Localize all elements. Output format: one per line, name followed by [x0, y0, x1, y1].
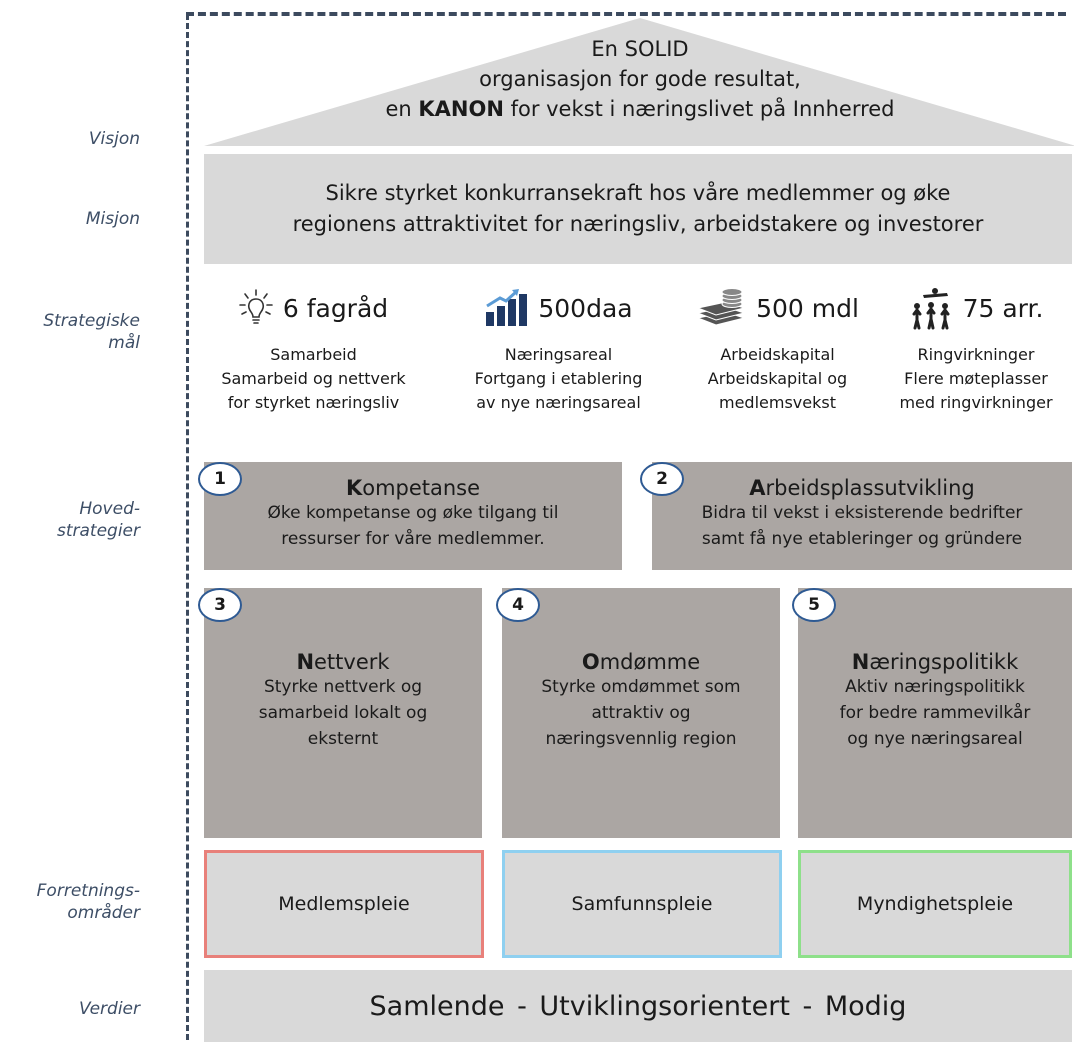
strategy-competence: Kompetanse Øke kompetanse og øke tilgang… [204, 462, 622, 570]
strategy-title: Arbeidsplassutvikling [749, 476, 975, 500]
area-authority-care: Myndighetspleie [798, 850, 1072, 958]
label-values: Verdier [78, 999, 140, 1019]
strategy-desc-line1: Styrke omdømmet som [541, 677, 741, 697]
area-community-care: Samfunnspleie [502, 850, 782, 958]
goal-working-capital: 500 mdl Arbeidskapital Arbeidskapital og… [680, 283, 875, 443]
goal-title: Ringvirkninger [917, 345, 1035, 364]
strategy-number-badge: 5 [792, 588, 836, 622]
label-areas-line2: områder [67, 903, 140, 923]
strategy-number-badge: 1 [198, 462, 242, 496]
people-ripple-icon [912, 288, 950, 330]
money-stack-icon [696, 288, 746, 326]
label-mission: Misjon [85, 209, 140, 229]
label-areas: Forretnings- områder [0, 880, 140, 924]
strategy-desc-line2: for bedre rammevilkår [839, 703, 1031, 723]
strategy-network: Nettverk Styrke nettverk og samarbeid lo… [204, 588, 482, 838]
mission-line1: Sikre styrket konkurransekraft hos våre … [325, 181, 951, 205]
goal-collaboration: 6 fagråd Samarbeid Samarbeid og nettverk… [206, 283, 421, 443]
strategy-desc-line3: og nye næringsareal [847, 729, 1023, 749]
growth-chart-icon [486, 289, 528, 326]
goal-ripple-effects: 75 arr. Ringvirkninger Flere møteplasser… [878, 283, 1074, 443]
goal-title: Næringsareal [504, 345, 613, 364]
strategy-desc-line1: Bidra til vekst i eksisterende bedrifter [701, 503, 1023, 523]
mission-line2: regionens attraktivitet for næringsliv, … [292, 212, 984, 236]
goal-business-area: 500daa Næringsareal Fortgang i etablerin… [446, 283, 671, 443]
goal-line3: medlemsvekst [719, 393, 836, 412]
goal-value: 6 fagråd [282, 293, 389, 323]
strategy-desc-line2: ressurser for våre medlemmer. [281, 529, 545, 549]
label-strategies: Hoved- strategier [0, 498, 140, 542]
label-goals: Strategiske mål [0, 310, 140, 354]
label-goals-line1: Strategiske [43, 311, 140, 331]
goal-line3: av nye næringsareal [476, 393, 641, 412]
goal-line2: Fortgang i etablering [474, 369, 643, 388]
strategy-workplace-development: Arbeidsplassutvikling Bidra til vekst i … [652, 462, 1072, 570]
area-member-care: Medlemspleie [204, 850, 484, 958]
strategy-number-badge: 3 [198, 588, 242, 622]
vision-line2: organisasjon for gode resultat, [479, 67, 801, 91]
goal-line2: Samarbeid og nettverk [221, 369, 406, 388]
label-strategies-line2: strategier [56, 521, 140, 541]
vision-roof [204, 18, 1074, 146]
label-vision: Visjon [88, 129, 140, 149]
strategy-desc-line1: Øke kompetanse og øke tilgang til [267, 503, 559, 523]
label-areas-line1: Forretnings- [36, 881, 140, 901]
goal-title: Samarbeid [270, 345, 357, 364]
strategy-title: Nettverk [296, 650, 390, 674]
strategy-title: Omdømme [581, 650, 701, 674]
strategy-desc-line1: Styrke nettverk og [263, 677, 423, 697]
house-frame-top [186, 12, 1066, 16]
goal-value: 500 mdl [756, 293, 859, 323]
strategy-desc-line2: attraktiv og [591, 703, 691, 723]
strategy-number-badge: 4 [496, 588, 540, 622]
lightbulb-icon [239, 289, 273, 324]
vision-text: En SOLID organisasjon for gode resultat,… [204, 34, 1074, 124]
strategy-title: Kompetanse [345, 476, 481, 500]
goal-value: 500daa [538, 293, 633, 323]
strategy-desc-line2: samarbeid lokalt og [258, 703, 428, 723]
goal-value: 75 arr. [962, 293, 1044, 323]
house-frame-left [186, 14, 189, 1040]
goal-line3: med ringvirkninger [899, 393, 1053, 412]
goal-line2: Arbeidskapital og [707, 369, 848, 388]
strategy-reputation: Omdømme Styrke omdømmet som attraktiv og… [502, 588, 780, 838]
strategy-desc-line3: næringsvennlig region [545, 729, 737, 749]
label-strategies-line1: Hoved- [79, 499, 140, 519]
goal-line2: Flere møteplasser [904, 369, 1048, 388]
vision-line1: En SOLID [591, 37, 689, 61]
strategy-title: Næringspolitikk [851, 650, 1019, 674]
strategy-number-badge: 2 [640, 462, 684, 496]
strategy-desc-line3: eksternt [307, 729, 379, 749]
label-goals-line2: mål [108, 333, 140, 353]
values-band: Samlende - Utviklingsorientert - Modig [204, 970, 1072, 1042]
strategy-desc-line1: Aktiv næringspolitikk [845, 677, 1025, 697]
mission-band: Sikre styrket konkurransekraft hos våre … [204, 154, 1072, 264]
strategy-business-policy: Næringspolitikk Aktiv næringspolitikk fo… [798, 588, 1072, 838]
goal-title: Arbeidskapital [720, 345, 835, 364]
vision-line3: en KANON for vekst i næringslivet på Inn… [385, 97, 895, 121]
vision-kanon: KANON [418, 97, 504, 121]
goal-line3: for styrket næringsliv [227, 393, 400, 412]
strategy-desc-line2: samt få nye etableringer og gründere [701, 529, 1023, 549]
values-text: Samlende - Utviklingsorientert - Modig [369, 990, 907, 1022]
